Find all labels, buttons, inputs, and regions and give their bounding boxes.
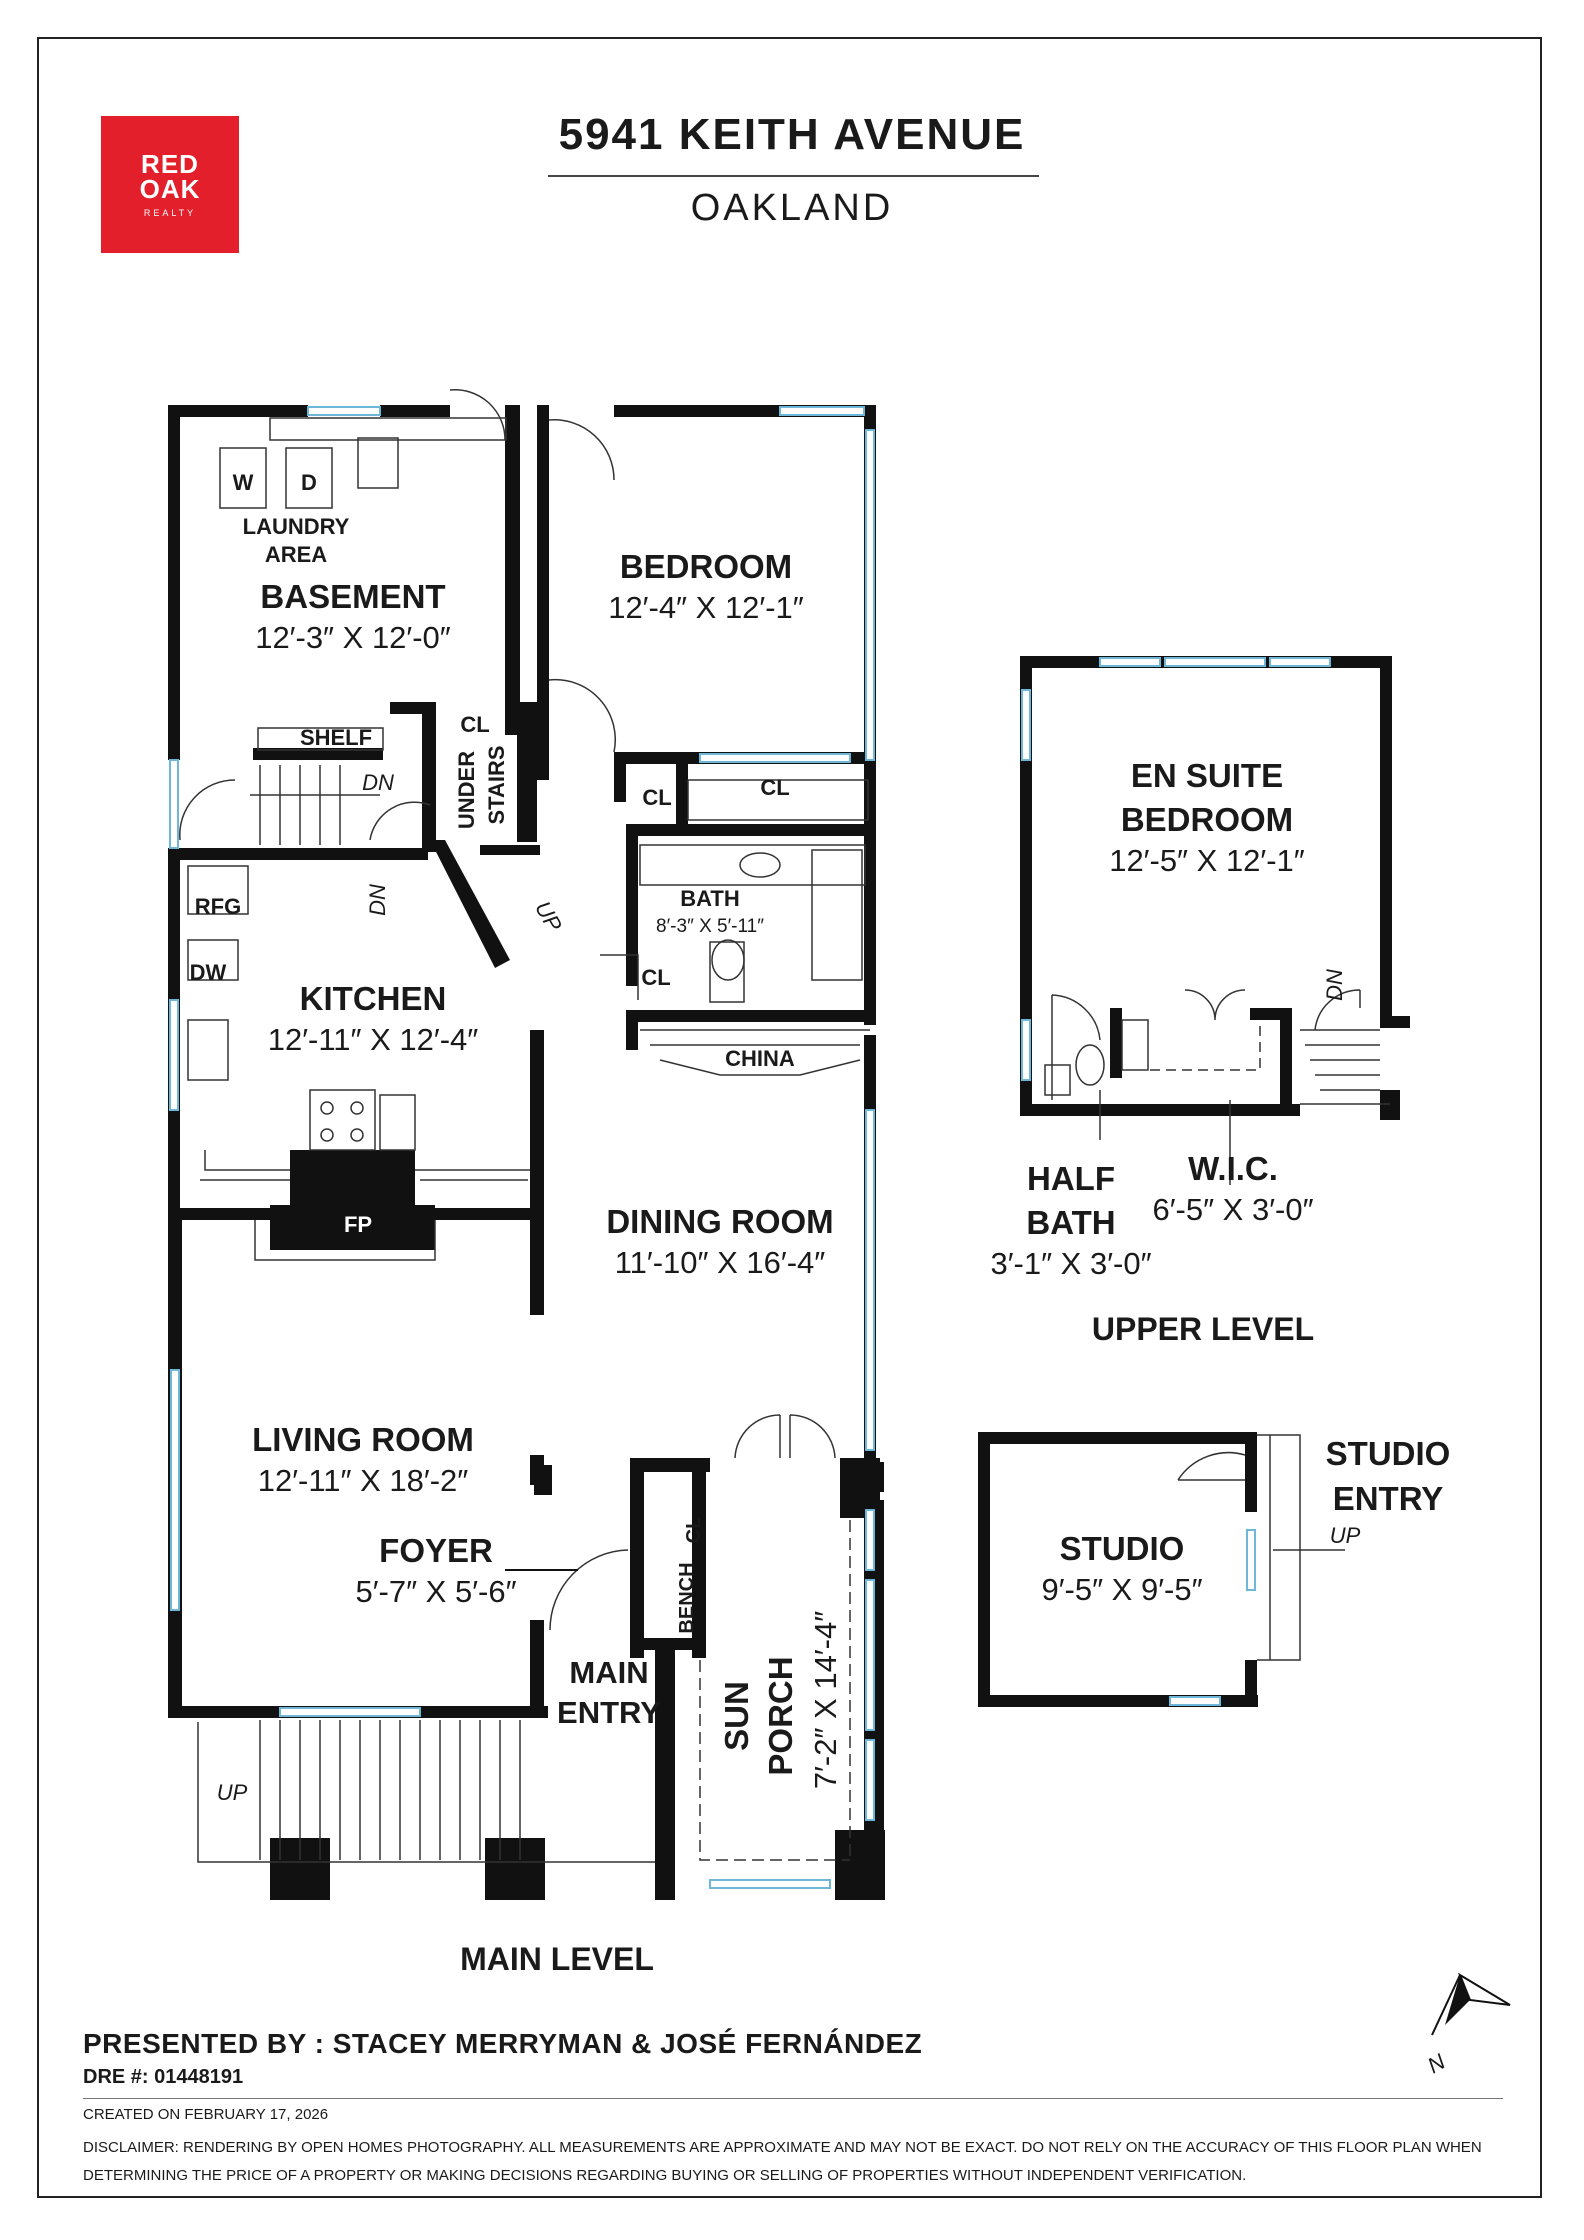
basement-name: BASEMENT (260, 578, 445, 615)
main-entry-label-1: MAIN (569, 1655, 648, 1690)
property-address: 5941 KEITH AVENUE (558, 110, 1026, 159)
sun-porch-label-2: PORCH (762, 1656, 799, 1775)
dining-room-name: DINING ROOM (606, 1203, 833, 1240)
main-level-label: MAIN LEVEL (460, 1941, 654, 1977)
bath-dimensions: 8′-3″ X 5′-11″ (656, 916, 764, 937)
washer-label: W (233, 470, 254, 495)
upper-level-fixtures (1044, 989, 1390, 1185)
dining-room-dimensions: 11′-10″ X 16′-4″ (615, 1245, 826, 1280)
refrigerator-label: RFG (195, 894, 241, 919)
main-steps-up: UP (217, 1780, 248, 1805)
kitchen-stairs-up: UP (530, 897, 567, 936)
studio-entry-label-1: STUDIO (1326, 1435, 1451, 1472)
dre-number: DRE #: 01448191 (83, 2066, 244, 2088)
foyer-closet-label: CL (683, 1517, 705, 1544)
half-bath-dimensions: 3′-1″ X 3′-0″ (990, 1246, 1151, 1281)
ensuite-name-1: EN SUITE (1131, 757, 1283, 794)
bedroom-name: BEDROOM (620, 548, 792, 585)
sun-porch-label-1: SUN (718, 1681, 755, 1751)
logo-line-1: RED (141, 149, 199, 179)
main-level-windows (169, 406, 875, 1889)
studio-dimensions: 9′-5″ X 9′-5″ (1041, 1572, 1202, 1607)
main-level-walls (168, 405, 885, 1900)
main-entry-label-2: ENTRY (557, 1695, 661, 1730)
bath-name: BATH (680, 886, 739, 911)
kitchen-stairs-dn: DN (365, 884, 390, 916)
sun-porch-dimensions: 7′-2″ X 14′-4″ (808, 1611, 843, 1789)
kitchen-name: KITCHEN (300, 980, 447, 1017)
kitchen-dimensions: 12′-11″ X 12′-4″ (268, 1022, 479, 1057)
wic-name: W.I.C. (1188, 1150, 1278, 1187)
main-level-fixtures (179, 389, 870, 1863)
footer-divider (83, 2098, 1503, 2099)
red-oak-realty-logo: RED OAK REALTY (101, 116, 239, 253)
basement-dimensions: 12′-3″ X 12′-0″ (255, 620, 451, 655)
studio-steps-up: UP (1330, 1523, 1361, 1548)
china-cabinet-label: CHINA (725, 1046, 795, 1071)
living-room-name: LIVING ROOM (252, 1421, 474, 1458)
presented-by: PRESENTED BY : STACEY MERRYMAN & JOSÉ FE… (83, 2028, 923, 2059)
fireplace-label: FP (344, 1212, 372, 1237)
studio-name: STUDIO (1060, 1530, 1185, 1567)
dryer-label: D (301, 470, 317, 495)
shelf-label: SHELF (300, 725, 372, 750)
logo-line-2: OAK (139, 174, 201, 204)
closet-small-label: CL (642, 785, 671, 810)
bath-closet-label: CL (641, 965, 670, 990)
half-bath-name-1: HALF (1027, 1160, 1115, 1197)
upper-level-label: UPPER LEVEL (1092, 1311, 1314, 1347)
under-stairs-label: UNDER (454, 751, 479, 829)
page-border (37, 37, 1542, 2198)
property-city: OAKLAND (690, 187, 894, 229)
ensuite-name-2: BEDROOM (1121, 801, 1293, 838)
studio-entry-label-2: ENTRY (1333, 1480, 1444, 1517)
laundry-area-label-1: LAUNDRY (243, 514, 350, 539)
studio-walls (978, 1432, 1258, 1707)
upper-level-walls (1020, 656, 1410, 1120)
living-room-dimensions: 12′-11″ X 18′-2″ (258, 1463, 469, 1498)
stairs-label: STAIRS (484, 745, 509, 824)
north-label: N (1423, 2049, 1449, 2079)
foyer-dimensions: 5′-7″ X 5′-6″ (355, 1574, 516, 1609)
title-divider (548, 175, 1039, 177)
disclaimer: DISCLAIMER: RENDERING BY OPEN HOMES PHOT… (83, 2139, 1482, 2184)
bench-label: BENCH (676, 1562, 698, 1633)
half-bath-name-2: BATH (1026, 1204, 1115, 1241)
north-arrow-icon (1431, 1972, 1511, 2036)
bedroom-dimensions: 12′-4″ X 12′-1″ (608, 590, 804, 625)
logo-line-3: REALTY (143, 208, 197, 218)
upper-stairs-dn: DN (1322, 969, 1347, 1001)
upper-level-windows (1021, 657, 1331, 1081)
studio-fixtures (1177, 1434, 1345, 1661)
wic-dimensions: 6′-5″ X 3′-0″ (1152, 1192, 1313, 1227)
dishwasher-label: DW (190, 960, 227, 985)
foyer-name: FOYER (379, 1532, 493, 1569)
created-date: CREATED ON FEBRUARY 17, 2026 (83, 2106, 329, 2123)
studio-windows (1169, 1529, 1256, 1706)
basement-stairs-dn: DN (362, 770, 394, 795)
ensuite-dimensions: 12′-5″ X 12′-1″ (1109, 843, 1305, 878)
laundry-area-label-2: AREA (265, 542, 327, 567)
closet-wide-label: CL (760, 775, 789, 800)
under-stairs-cl-label: CL (460, 712, 489, 737)
